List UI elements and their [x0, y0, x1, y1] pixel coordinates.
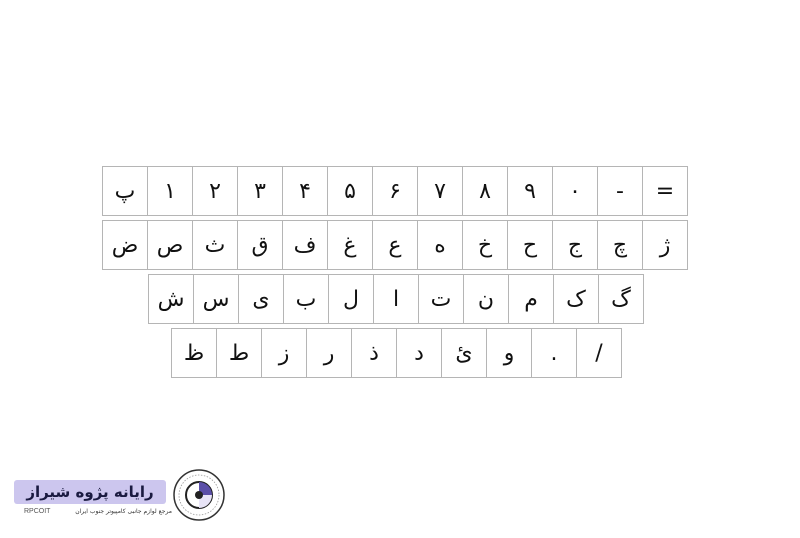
- key[interactable]: =: [642, 166, 688, 216]
- key[interactable]: ۶: [372, 166, 418, 216]
- key[interactable]: پ: [102, 166, 148, 216]
- key[interactable]: ک: [553, 274, 599, 324]
- key[interactable]: .: [531, 328, 577, 378]
- brand-subline: RPCOIT مرجع لوازم جانبی کامپیوتر جنوب ای…: [24, 508, 172, 515]
- keyboard-row-1: پ ۱ ۲ ۳ ۴ ۵ ۶ ۷ ۸ ۹ ۰ - =: [102, 166, 688, 216]
- key[interactable]: ۲: [192, 166, 238, 216]
- brand-logo: رایانه پژوه شیراز RPCOIT مرجع لوازم جانب…: [0, 462, 240, 532]
- key[interactable]: ظ: [171, 328, 217, 378]
- key[interactable]: ب: [283, 274, 329, 324]
- key[interactable]: ج: [552, 220, 598, 270]
- key[interactable]: ۴: [282, 166, 328, 216]
- key[interactable]: ت: [418, 274, 464, 324]
- key[interactable]: ض: [102, 220, 148, 270]
- key[interactable]: /: [576, 328, 622, 378]
- key[interactable]: ن: [463, 274, 509, 324]
- key[interactable]: ط: [216, 328, 262, 378]
- key[interactable]: ر: [306, 328, 352, 378]
- key[interactable]: س: [193, 274, 239, 324]
- brand-emblem-icon: [173, 469, 225, 521]
- keyboard-row-4: ظ ط ز ر ذ د ئ و . /: [171, 328, 622, 378]
- key[interactable]: ئ: [441, 328, 487, 378]
- key[interactable]: ۵: [327, 166, 373, 216]
- key[interactable]: ه: [417, 220, 463, 270]
- keyboard-row-3: ش س ی ب ل ا ت ن م ک گ: [148, 274, 644, 324]
- key[interactable]: و: [486, 328, 532, 378]
- key[interactable]: چ: [597, 220, 643, 270]
- key[interactable]: ۹: [507, 166, 553, 216]
- key[interactable]: ۸: [462, 166, 508, 216]
- key[interactable]: ۷: [417, 166, 463, 216]
- key[interactable]: ۰: [552, 166, 598, 216]
- key[interactable]: ا: [373, 274, 419, 324]
- key[interactable]: م: [508, 274, 554, 324]
- key[interactable]: غ: [327, 220, 373, 270]
- key[interactable]: -: [597, 166, 643, 216]
- key[interactable]: ف: [282, 220, 328, 270]
- key[interactable]: ۳: [237, 166, 283, 216]
- key[interactable]: ۱: [147, 166, 193, 216]
- key[interactable]: ش: [148, 274, 194, 324]
- key[interactable]: د: [396, 328, 442, 378]
- brand-tagline: مرجع لوازم جانبی کامپیوتر جنوب ایران: [75, 508, 172, 515]
- keyboard-row-2: ض ص ث ق ف غ ع ه خ ح ج چ ژ: [102, 220, 688, 270]
- brand-abbr: RPCOIT: [24, 508, 51, 515]
- key[interactable]: ص: [147, 220, 193, 270]
- key[interactable]: ذ: [351, 328, 397, 378]
- key[interactable]: ی: [238, 274, 284, 324]
- key[interactable]: ع: [372, 220, 418, 270]
- key[interactable]: ح: [507, 220, 553, 270]
- key[interactable]: ز: [261, 328, 307, 378]
- key[interactable]: ل: [328, 274, 374, 324]
- key[interactable]: ث: [192, 220, 238, 270]
- brand-title: رایانه پژوه شیراز: [14, 480, 166, 504]
- key[interactable]: خ: [462, 220, 508, 270]
- key[interactable]: ق: [237, 220, 283, 270]
- key[interactable]: ژ: [642, 220, 688, 270]
- key[interactable]: گ: [598, 274, 644, 324]
